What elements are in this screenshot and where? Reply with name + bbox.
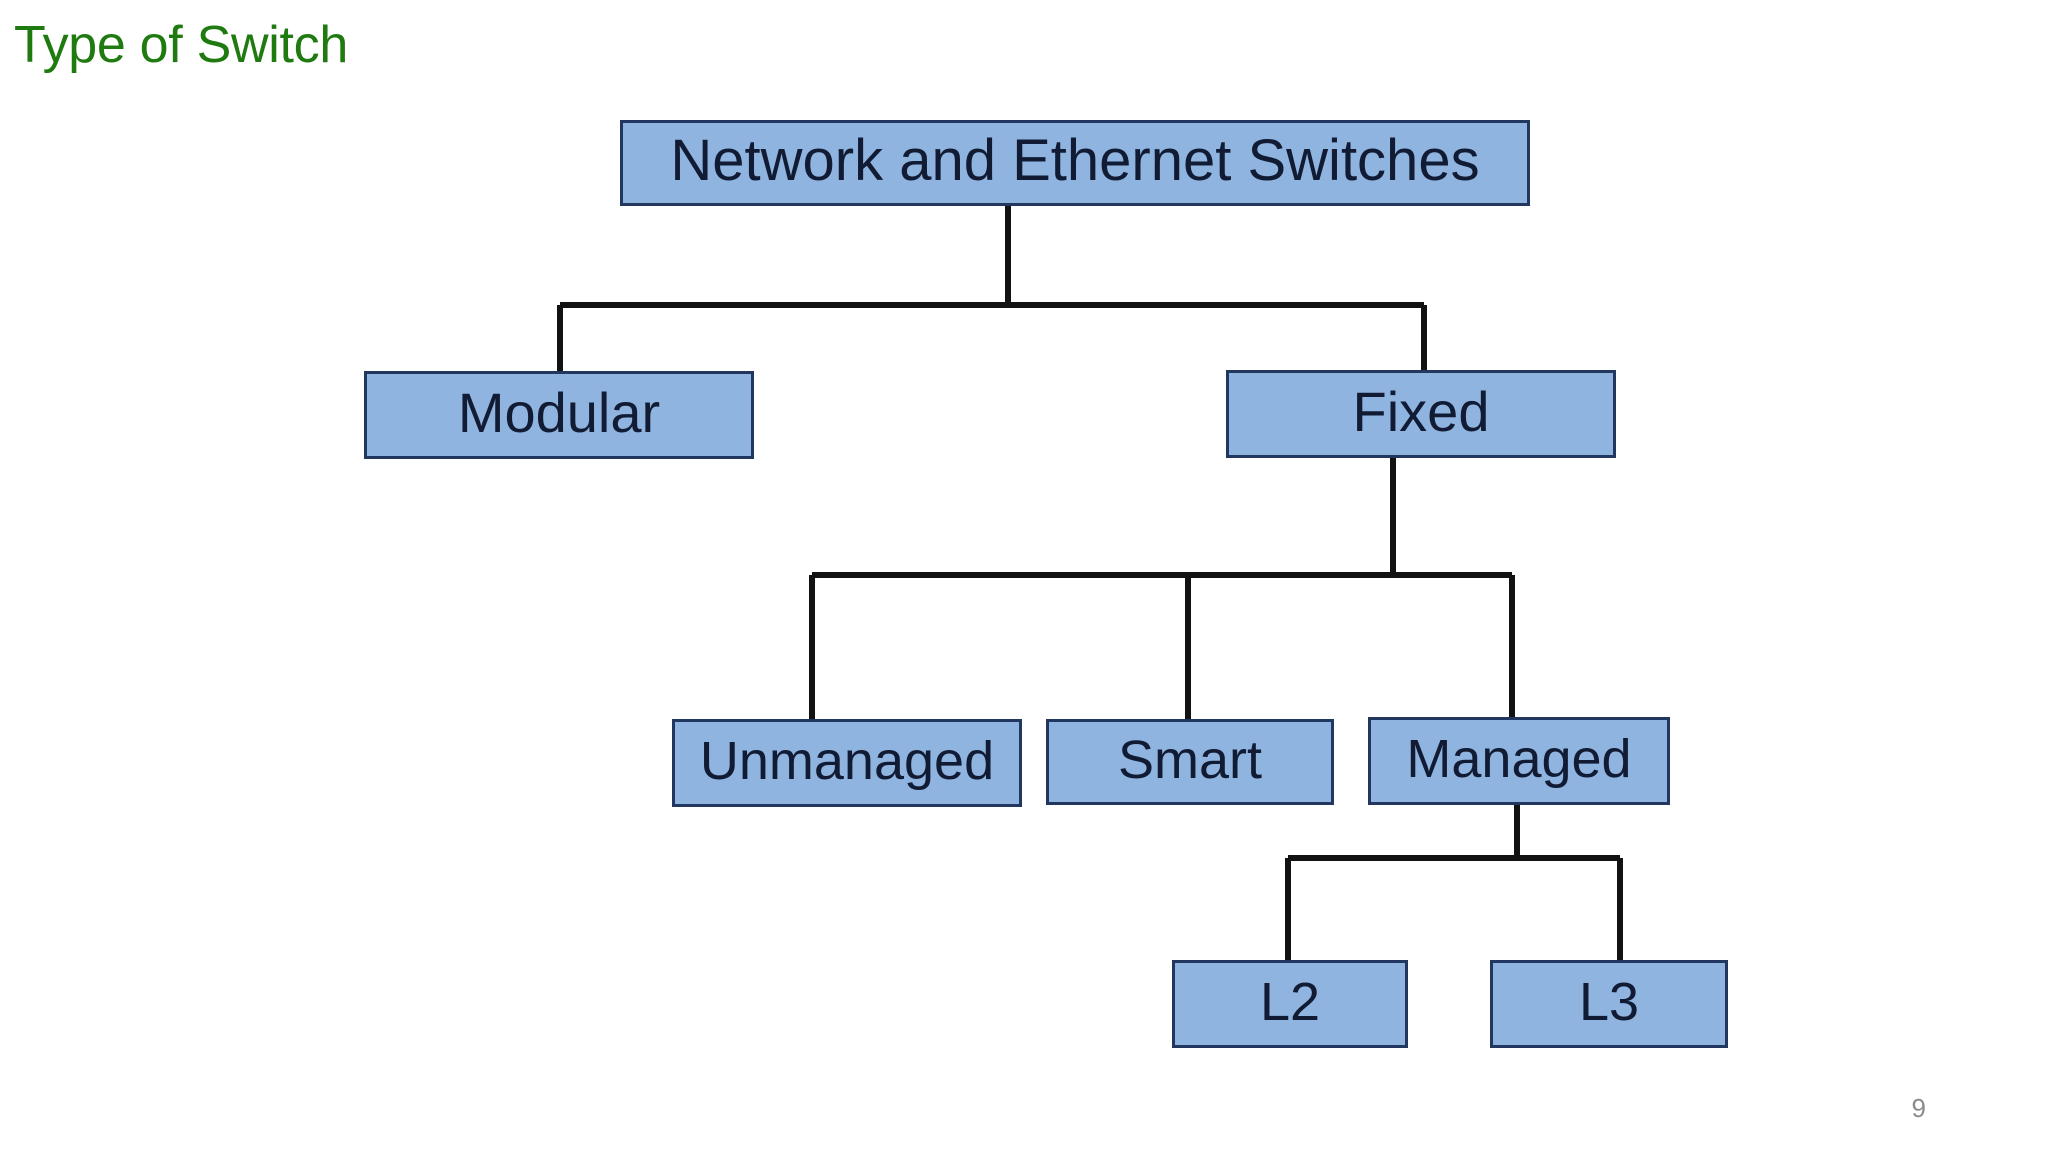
node-managed[interactable]: Managed [1368,717,1670,805]
node-network-and-ethernet-switches[interactable]: Network and Ethernet Switches [620,120,1530,206]
node-l2[interactable]: L2 [1172,960,1408,1048]
node-smart[interactable]: Smart [1046,719,1334,805]
node-label: Fixed [1352,380,1490,443]
node-label: Managed [1406,729,1632,789]
node-unmanaged[interactable]: Unmanaged [672,719,1022,807]
node-fixed[interactable]: Fixed [1226,370,1616,458]
node-label: Unmanaged [699,731,995,791]
node-label: L2 [1259,972,1321,1032]
node-label: Modular [457,381,661,444]
node-label: L3 [1578,972,1640,1032]
page-title: Type of Switch [14,16,348,74]
page-number: 9 [1911,1093,1926,1123]
node-l3[interactable]: L3 [1490,960,1728,1048]
node-modular[interactable]: Modular [364,371,754,459]
node-label: Smart [1117,730,1263,790]
node-label: Network and Ethernet Switches [670,128,1480,193]
